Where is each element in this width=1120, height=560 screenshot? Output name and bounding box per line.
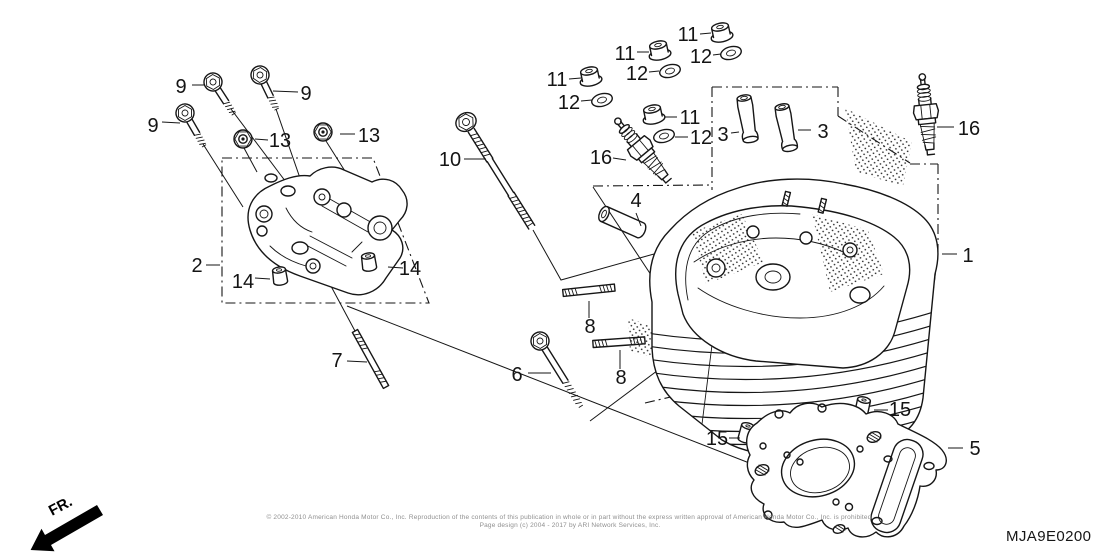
- washer-12-d: [651, 126, 677, 146]
- callout-14-b[interactable]: 14: [399, 258, 421, 280]
- callout-3-a[interactable]: 3: [717, 124, 728, 146]
- washer-12-b: [657, 61, 683, 81]
- mount-rubber-11-a: [707, 20, 735, 45]
- callout-16-b[interactable]: 16: [958, 118, 980, 140]
- callout-9-b[interactable]: 9: [300, 83, 311, 105]
- callout-16-a[interactable]: 16: [590, 147, 612, 169]
- callout-11-c[interactable]: 11: [547, 69, 568, 91]
- flange-nut-13-a: [233, 129, 253, 149]
- flange-bolt-9-c: [173, 101, 212, 151]
- callout-13-b[interactable]: 13: [358, 125, 380, 147]
- callout-3-b[interactable]: 3: [817, 121, 828, 143]
- head-gasket-drawing: [745, 402, 947, 538]
- callout-9-c[interactable]: 9: [147, 115, 158, 137]
- valve-guide-3-b: [773, 101, 799, 154]
- front-marker-label: FR.: [46, 493, 75, 519]
- copyright-notice: © 2002-2010 American Honda Motor Co., In…: [250, 514, 890, 530]
- callout-12-d[interactable]: 12: [690, 127, 712, 149]
- callout-7[interactable]: 7: [331, 350, 342, 372]
- callout-15-b[interactable]: 15: [889, 399, 911, 421]
- cylinder-head-drawing: [649, 178, 939, 456]
- flange-bolt-9-b: [248, 63, 285, 113]
- spark-plug-16-b: [908, 71, 944, 157]
- mount-rubber-11-c: [576, 64, 604, 89]
- flange-bolt-9-a: [201, 70, 242, 119]
- copyright-line-1: © 2002-2010 American Honda Motor Co., In…: [266, 514, 874, 521]
- callout-2[interactable]: 2: [191, 255, 202, 277]
- callout-15-a[interactable]: 15: [706, 428, 728, 450]
- callout-4[interactable]: 4: [630, 190, 641, 212]
- copyright-line-2: Page design (c) 2004 - 2017 by ARI Netwo…: [479, 522, 661, 529]
- callout-8-a[interactable]: 8: [584, 316, 595, 338]
- spark-plug-16-a: [605, 110, 679, 190]
- front-arrow-icon: [30, 505, 104, 552]
- diagram-code: MJA9E0200: [1006, 528, 1092, 545]
- mount-rubber-11-b: [645, 38, 673, 63]
- stud-8-a: [561, 283, 616, 298]
- callout-11-a[interactable]: 11: [678, 24, 699, 46]
- callout-14-a[interactable]: 14: [232, 271, 254, 293]
- callout-dashes: [161, 32, 963, 449]
- callout-9-a[interactable]: 9: [175, 76, 186, 98]
- callout-8-b[interactable]: 8: [615, 367, 626, 389]
- rubber-cap-14-a: [270, 265, 289, 287]
- callout-11-d[interactable]: 11: [680, 107, 701, 129]
- flange-nut-13-b: [313, 122, 333, 142]
- callout-11-b[interactable]: 11: [615, 43, 636, 65]
- stud-bolt-7: [351, 328, 390, 390]
- valve-guide-3-a: [735, 93, 760, 145]
- callout-labels: 9 9 9 13 13 2 14 14 7 10 16 4 3 3 11 12 …: [147, 24, 980, 460]
- front-direction-marker: FR.: [30, 493, 104, 552]
- washer-12-a: [718, 43, 744, 63]
- callout-10[interactable]: 10: [439, 149, 461, 171]
- callout-6[interactable]: 6: [511, 364, 522, 386]
- washer-12-c: [589, 90, 615, 110]
- camshaft-holder-drawing: [247, 166, 408, 296]
- callout-12-b[interactable]: 12: [626, 63, 648, 85]
- flange-bolt-6: [528, 329, 589, 411]
- callout-1[interactable]: 1: [962, 245, 973, 267]
- stud-bolt-10: [451, 108, 542, 234]
- mount-rubber-11-d: [639, 102, 667, 127]
- callout-12-a[interactable]: 12: [690, 46, 712, 68]
- callout-5[interactable]: 5: [969, 438, 980, 460]
- callout-13-a[interactable]: 13: [269, 130, 291, 152]
- rubber-cap-14-b: [359, 251, 378, 273]
- callout-12-c[interactable]: 12: [558, 92, 580, 114]
